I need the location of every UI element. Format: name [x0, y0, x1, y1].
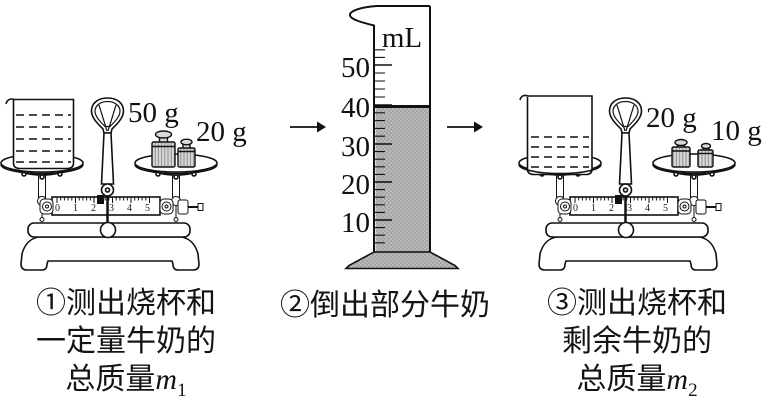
pan-plate — [134, 153, 218, 173]
balance-nut — [177, 199, 204, 215]
caption-line: 一定量牛奶的 — [36, 325, 216, 358]
tick-label-50: 50 — [341, 52, 370, 84]
caption-line: ③测出烧杯和 — [547, 287, 727, 320]
pan-plate — [652, 153, 736, 173]
weight-10g — [697, 142, 714, 168]
caption-step2: ②倒出部分牛奶 — [252, 287, 518, 325]
weight-label-20g: 20 g — [196, 116, 247, 148]
caption-line: ②倒出部分牛奶 — [280, 289, 490, 322]
caption-line: 总质量m1 — [65, 363, 187, 401]
tick-label-20: 20 — [341, 169, 370, 201]
mass-symbol-m2: m — [666, 363, 689, 396]
beaker — [519, 94, 593, 176]
cylinder-liquid — [375, 105, 429, 252]
milk-liquid — [531, 136, 589, 168]
caption-line: 总质量m2 — [576, 363, 698, 401]
weight-label-50g: 50 g — [128, 97, 179, 129]
cylinder-base — [344, 251, 460, 270]
balance-scale-2 — [518, 94, 736, 271]
mass-symbol-m1: m — [155, 363, 178, 396]
balance-pointer — [90, 97, 125, 239]
flow-arrow-icon — [447, 121, 483, 133]
caption-line: 剩余牛奶的 — [562, 325, 712, 358]
tick-label-30: 30 — [341, 131, 370, 163]
graduated-cylinder: mL 50 40 30 20 10 — [341, 5, 460, 270]
major-ticks — [375, 64, 392, 221]
beaker — [5, 98, 75, 170]
tick-label-40: 40 — [341, 92, 370, 124]
caption-step1: ①测出烧杯和 一定量牛奶的 总质量m1 — [5, 285, 247, 401]
beam-rider — [97, 195, 104, 204]
beam-rider — [615, 195, 622, 204]
weight-50g — [151, 130, 176, 168]
weight-20g — [671, 138, 691, 168]
weight-label-20g: 20 g — [646, 102, 697, 134]
right-pan-weights — [134, 130, 218, 180]
caption-step3: ③测出烧杯和 剩余牛奶的 总质量m2 — [516, 285, 758, 401]
weight-20g — [177, 138, 196, 168]
milk-liquid — [16, 114, 71, 163]
minor-ticks — [375, 49, 385, 244]
cylinder-unit-label: mL — [382, 22, 422, 54]
weight-label-10g: 10 g — [711, 115, 762, 147]
right-pan-weights — [652, 138, 736, 180]
cylinder-walls — [349, 5, 430, 252]
left-pan-beaker — [0, 98, 84, 180]
flow-arrow-icon — [290, 121, 326, 133]
balance-beam — [39, 196, 204, 216]
balance-pointer — [608, 97, 643, 239]
left-pan-beaker — [518, 94, 602, 180]
balance-scale-1 — [0, 97, 218, 271]
caption-line: ①测出烧杯和 — [36, 287, 216, 320]
balance-nut — [695, 199, 722, 215]
tick-label-10: 10 — [341, 207, 370, 239]
